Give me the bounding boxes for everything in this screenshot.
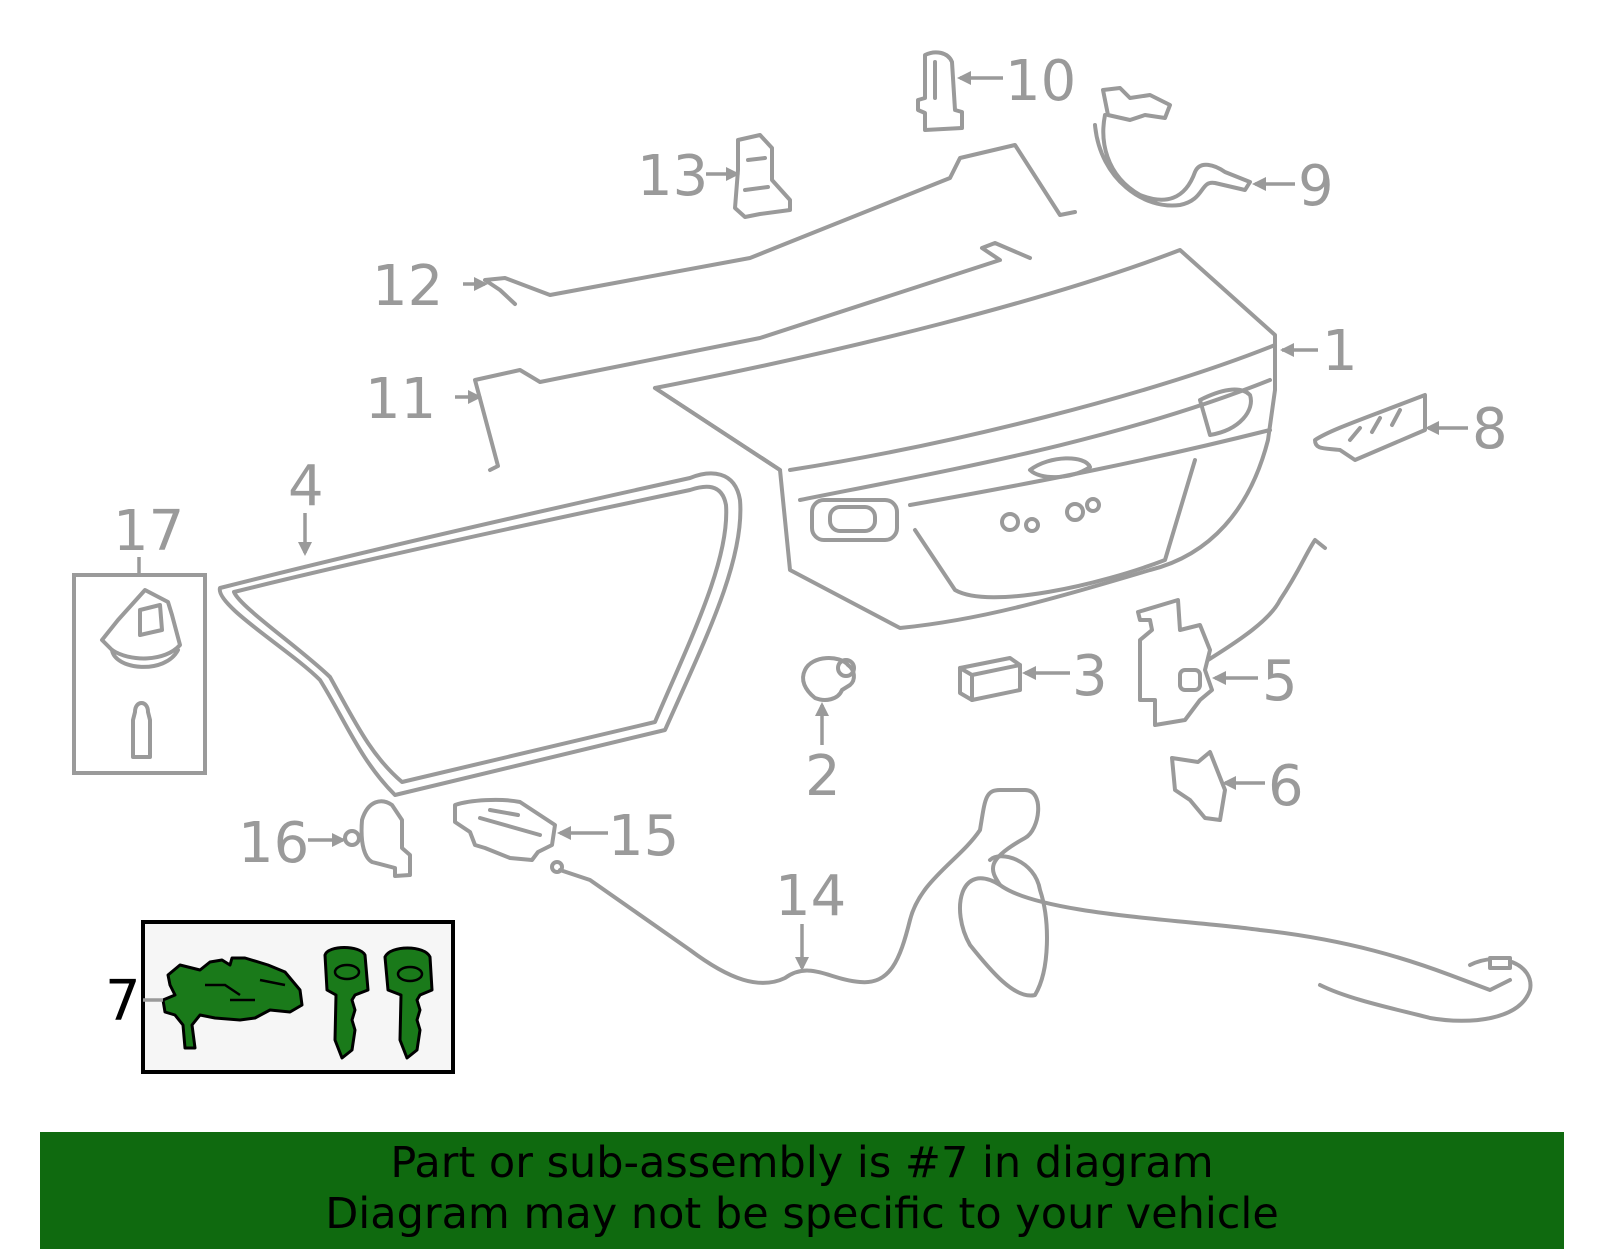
part-12-support-rod[interactable] (483, 143, 1077, 306)
callout-2[interactable]: 2 (805, 744, 841, 809)
part-13-bracket[interactable] (733, 133, 792, 219)
callout-3[interactable]: 3 (1072, 644, 1108, 709)
callout-15[interactable]: 15 (608, 804, 679, 869)
callout-1[interactable]: 1 (1322, 319, 1358, 384)
callout-17[interactable]: 17 (113, 499, 184, 564)
callout-16[interactable]: 16 (238, 811, 309, 876)
callout-7[interactable]: 7 (105, 969, 141, 1034)
part-3-pad[interactable] (958, 656, 1022, 702)
part-14-cable[interactable] (550, 788, 1533, 1023)
callout-10[interactable]: 10 (1005, 49, 1076, 114)
part-16-lamp-socket[interactable] (343, 799, 412, 878)
banner-line-disclaimer: Diagram may not be specific to your vehi… (325, 1189, 1279, 1239)
callout-11[interactable]: 11 (365, 367, 436, 432)
part-8-garnish[interactable] (1313, 393, 1427, 462)
part-15-switch[interactable] (453, 797, 557, 862)
banner-line-part: Part or sub-assembly is #7 in diagram (390, 1138, 1214, 1188)
part-5-latch[interactable] (1136, 538, 1327, 727)
callout-9[interactable]: 9 (1298, 154, 1334, 219)
part-11-support-rod[interactable] (473, 241, 1032, 472)
callout-labels: 1 2 3 4 5 6 7 8 9 10 11 12 13 14 15 16 1… (105, 49, 1508, 1034)
part-1-trunk-lid[interactable] (653, 248, 1277, 630)
part-10-clip[interactable] (916, 50, 964, 132)
info-banner: Part or sub-assembly is #7 in diagram Di… (40, 1132, 1564, 1249)
callout-5[interactable]: 5 (1262, 649, 1298, 714)
callout-lines (137, 71, 1468, 1002)
part-4-weatherstrip[interactable] (217, 471, 743, 797)
callout-12[interactable]: 12 (372, 254, 443, 319)
part-2-bumper[interactable] (801, 656, 856, 702)
part-7-lock-cylinder-and-keys[interactable] (141, 920, 455, 1074)
callout-4[interactable]: 4 (288, 454, 324, 519)
callout-6[interactable]: 6 (1268, 754, 1304, 819)
part-17-group[interactable] (72, 573, 207, 775)
callout-14[interactable]: 14 (775, 864, 846, 929)
part-6-plate[interactable] (1170, 750, 1227, 822)
part-9-hinge[interactable] (1093, 86, 1252, 208)
callout-8[interactable]: 8 (1472, 397, 1508, 462)
callout-13[interactable]: 13 (637, 144, 708, 209)
